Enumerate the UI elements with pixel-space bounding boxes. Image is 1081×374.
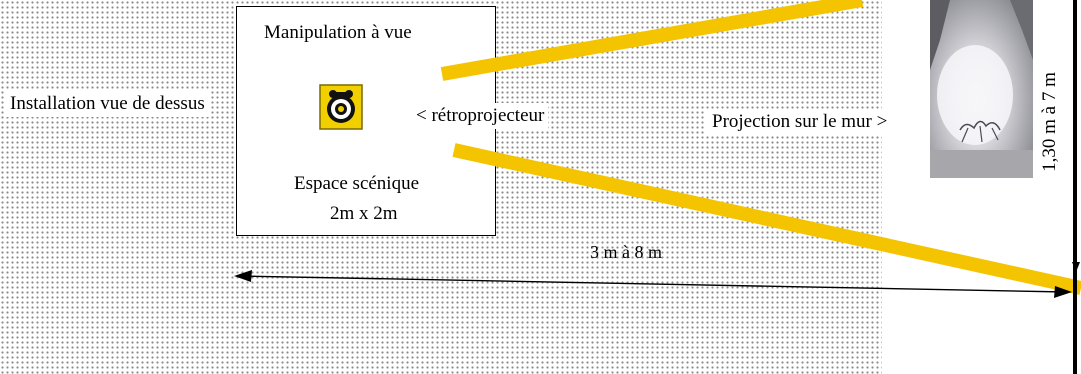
retroprojecteur-label: < rétroprojecteur [412,103,549,129]
height-label-wrap: 1,30 m à 7 m [1032,24,1068,220]
espace-scenique-label: Espace scénique [294,173,420,194]
wall-arrow-tip [1072,262,1080,272]
projection-photo [930,0,1033,178]
height-label: 1,30 m à 7 m [1039,72,1060,172]
espace-dimensions-label: 2m x 2m [330,203,398,224]
manipulation-label: Manipulation à vue [264,22,412,43]
photo-detail [930,0,1033,178]
installation-label: Installation vue de dessus [6,91,209,117]
projection-label: Projection sur le mur > [706,109,894,135]
projector-icon [319,84,363,130]
distance-arrow-right [1054,286,1072,298]
distance-label: 3 m à 8 m [590,242,662,262]
